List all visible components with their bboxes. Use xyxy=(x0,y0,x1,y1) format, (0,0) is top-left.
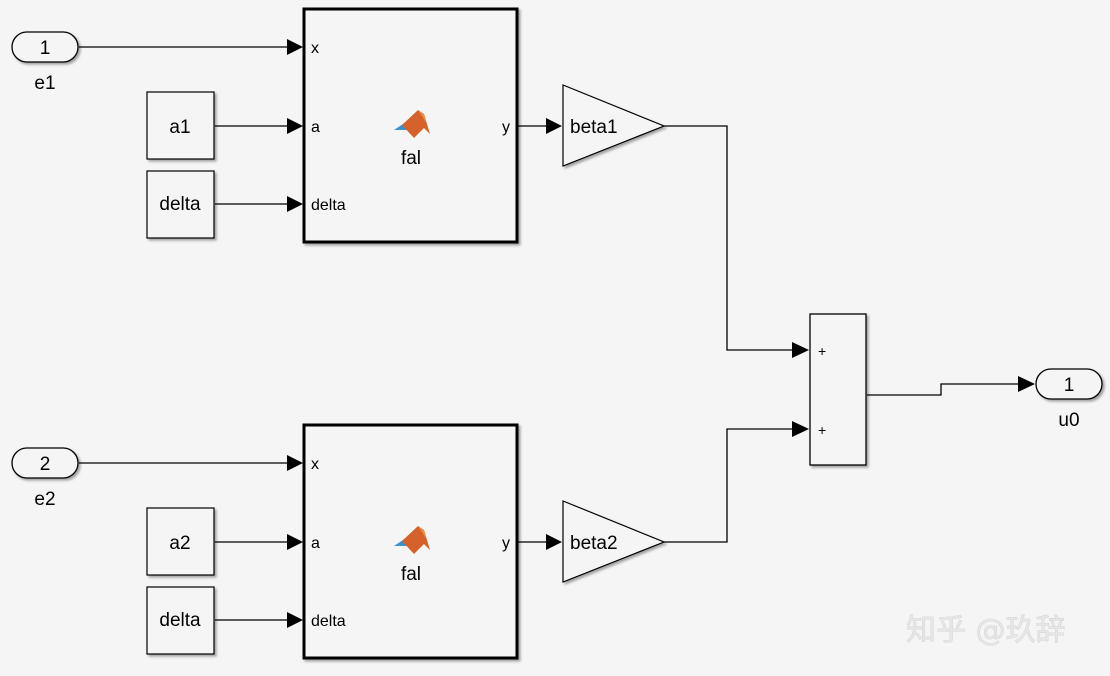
gain-shape[interactable] xyxy=(562,84,666,167)
constant-shape[interactable] xyxy=(146,586,215,655)
input-port-a: a xyxy=(311,535,320,552)
input-port-delta: delta xyxy=(311,197,346,214)
arrowhead xyxy=(287,196,303,212)
arrowhead xyxy=(287,118,303,134)
constant-label: a1 xyxy=(169,117,190,138)
arrowhead xyxy=(1018,376,1035,392)
constant-shape[interactable] xyxy=(146,507,215,576)
wire-beta1-to-sum xyxy=(664,125,797,351)
arrowhead xyxy=(546,534,562,550)
constant-label: delta xyxy=(159,194,201,215)
arrowhead xyxy=(546,118,562,134)
sum-sign-2: + xyxy=(818,422,826,438)
arrowhead xyxy=(792,421,809,437)
function-name: fal xyxy=(401,564,421,585)
matlab-function-fal-1[interactable]: x a delta y fal xyxy=(302,7,519,244)
constant-shape[interactable] xyxy=(146,170,215,239)
sum-shape[interactable] xyxy=(809,313,867,466)
inport-name: e2 xyxy=(34,489,55,510)
gain-beta1[interactable]: beta1 xyxy=(562,84,666,167)
outport-name: u0 xyxy=(1058,410,1079,431)
function-name: fal xyxy=(401,148,421,169)
input-port-x: x xyxy=(311,456,319,473)
constant-a2[interactable]: a2 xyxy=(146,507,215,576)
constant-label: delta xyxy=(159,610,201,631)
constant-label: a2 xyxy=(169,533,190,554)
wire-sum-to-u0 xyxy=(867,383,1022,396)
outport-shape[interactable] xyxy=(1035,368,1103,400)
input-port-delta: delta xyxy=(311,613,346,630)
arrowhead xyxy=(287,612,303,628)
output-port-y: y xyxy=(502,119,510,136)
inport-shape[interactable] xyxy=(11,31,79,63)
gain-shape[interactable] xyxy=(562,500,666,583)
outport-u0[interactable]: 1 u0 xyxy=(1035,368,1103,431)
gain-beta2[interactable]: beta2 xyxy=(562,500,666,583)
arrowhead xyxy=(287,534,303,550)
constant-delta-1[interactable]: delta xyxy=(146,170,215,239)
arrowheads xyxy=(287,39,1035,628)
inport-number: 2 xyxy=(40,454,51,475)
arrowhead xyxy=(287,455,303,471)
matlab-logo-icon xyxy=(394,110,430,138)
watermark: 知乎 @玖辞 xyxy=(906,613,1066,648)
arrowhead xyxy=(287,39,303,55)
outport-number: 1 xyxy=(1064,375,1075,396)
inport-name: e1 xyxy=(34,73,55,94)
sum-sign-1: + xyxy=(818,343,826,359)
arrowhead xyxy=(792,342,809,358)
matlab-logo-icon xyxy=(394,526,430,554)
constant-a1[interactable]: a1 xyxy=(146,91,215,160)
output-port-y: y xyxy=(502,535,510,552)
gain-label: beta1 xyxy=(570,117,618,138)
wires-lower xyxy=(79,428,797,621)
input-port-x: x xyxy=(311,40,319,57)
constant-shape[interactable] xyxy=(146,91,215,160)
inport-e1[interactable]: 1 e1 xyxy=(11,31,79,94)
inport-number: 1 xyxy=(40,38,51,59)
input-port-a: a xyxy=(311,119,320,136)
wire-beta2-to-sum xyxy=(664,428,797,543)
sum-block[interactable]: + + xyxy=(809,313,867,466)
inport-shape[interactable] xyxy=(11,447,79,479)
wires-upper xyxy=(79,46,797,351)
constant-delta-2[interactable]: delta xyxy=(146,586,215,655)
gain-label: beta2 xyxy=(570,533,618,554)
inport-e2[interactable]: 2 e2 xyxy=(11,447,79,510)
matlab-function-fal-2[interactable]: x a delta y fal xyxy=(302,423,519,660)
